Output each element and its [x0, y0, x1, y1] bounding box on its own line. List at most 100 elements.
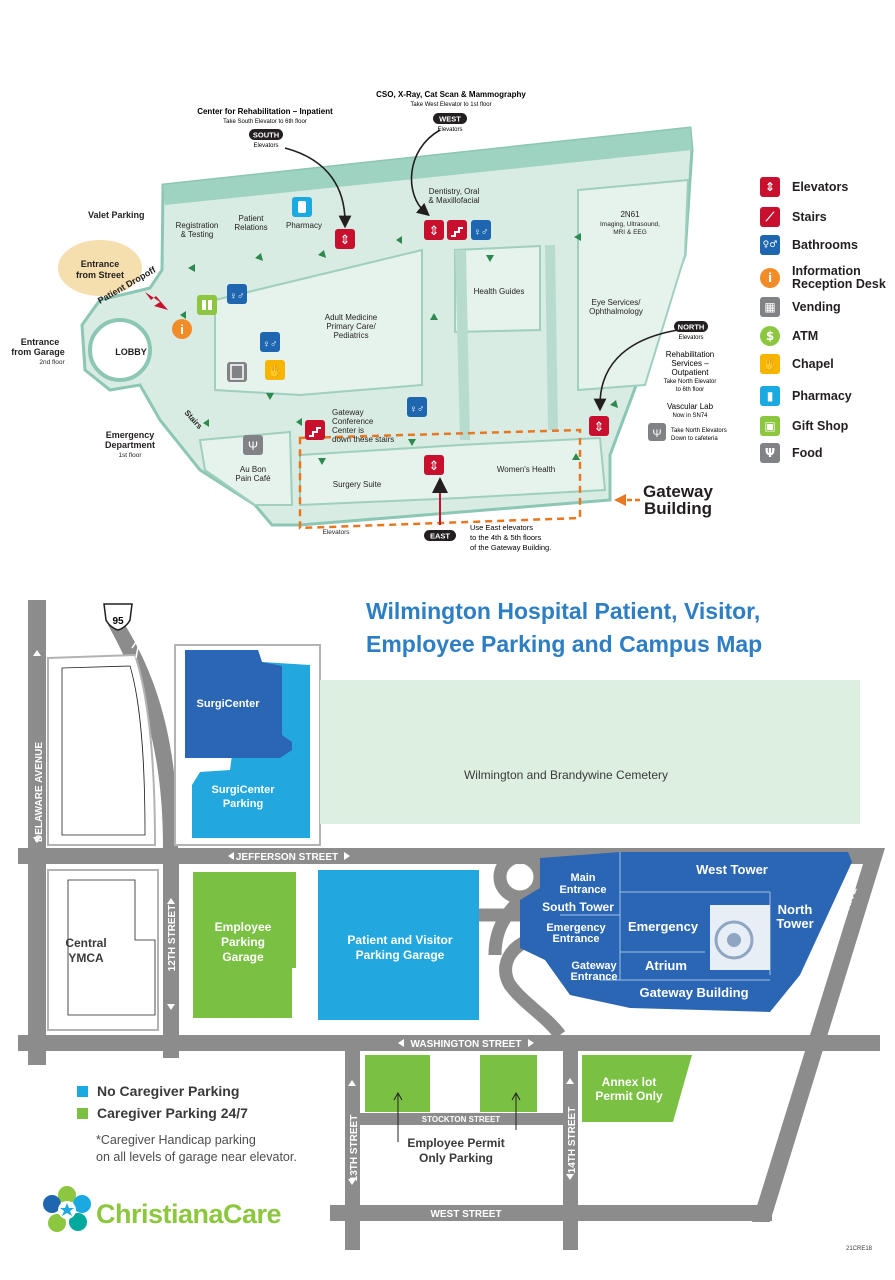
west-elevator-badge-text: WEST [439, 115, 461, 124]
legend-item-food: Ψ Food [760, 443, 823, 463]
south-elevator-sub: Elevators [253, 143, 278, 149]
legend-label: Stairs [792, 209, 827, 224]
rehab-outpatient-1: Rehabilitation [666, 350, 714, 359]
cso-note: Take West Elevator to 1st floor [410, 102, 491, 108]
key-note-1: *Caregiver Handicap parking [96, 1133, 256, 1147]
emergency-dept-label-3: 1st floor [118, 452, 142, 459]
legend-label-group: Information Reception Desk [792, 265, 886, 291]
eye-services-label-2: Ophthalmology [589, 307, 643, 316]
north-elevator-arrow [593, 329, 679, 412]
employee-permit-lot-east [480, 1055, 537, 1112]
atrium-courtyard [710, 905, 770, 970]
legend-label: Gift Shop [792, 418, 849, 433]
gateway-building-label-2: Building [644, 499, 712, 518]
health-guides-label: Health Guides [474, 287, 525, 296]
legend-label: Pharmacy [792, 388, 852, 403]
legend-item-vending: ▦ Vending [760, 297, 841, 317]
legend-item-gift-shop: ▣ Gift Shop [760, 416, 848, 436]
ymca-label-1: Central [65, 936, 106, 950]
annex-lot [582, 1055, 692, 1122]
cso-title: CSO, X-Ray, Cat Scan & Mammography [376, 90, 526, 99]
legend-item-information: i Information Reception Desk [760, 265, 886, 291]
south-tower-label: South Tower [542, 900, 614, 914]
dropoff-arrow [145, 292, 168, 310]
cafeteria-note-1: Take North Elevators [671, 428, 727, 434]
employee-permit-lot-west [365, 1055, 430, 1112]
pharmacy-icon: ▮ [760, 386, 780, 406]
rehab-inpatient-title: Center for Rehabilitation – Inpatient [197, 107, 333, 116]
svg-text:Ψ: Ψ [248, 439, 258, 453]
lobby-label: LOBBY [115, 347, 147, 357]
dentistry-label-2: & Maxillofacial [428, 196, 479, 205]
legend-label: Food [792, 445, 823, 460]
information-icon: i [760, 268, 780, 288]
street-direction-arrows [33, 650, 574, 1185]
vending-icon [227, 362, 247, 382]
gateway-conference-label-3: Center is [332, 426, 364, 435]
highway-direction-arrow [131, 635, 141, 659]
legend-label: Elevators [792, 179, 849, 194]
surgicenter-building [185, 650, 292, 758]
south-elevator-badge-text: SOUTH [253, 131, 279, 140]
rehab-outpatient-2: Services – [671, 359, 709, 368]
garage-entrance-label-2: from Garage [11, 347, 65, 357]
imaging-label-2: MRI & EEG [613, 229, 647, 236]
au-bon-pain-label-2: Pain Café [235, 474, 271, 483]
legend-item-chapel: ✋ Chapel [760, 354, 834, 374]
surgicenter-parking-label-1: SurgiCenter [212, 784, 276, 796]
rehab-outpatient-note-2: to 6th floor [676, 387, 704, 393]
twelfth-street-road [163, 848, 179, 1058]
bathroom-icon: ♀♂ [407, 397, 427, 417]
highway-number: 95 [112, 616, 124, 627]
annex-lot-label-2: Permit Only [595, 1089, 663, 1103]
emergency-dept-label-1: Emergency [106, 430, 155, 440]
legend-label: Vending [792, 299, 841, 314]
i95-block [47, 653, 157, 846]
bathroom-icon: ♀♂ [471, 220, 491, 240]
main-entrance-label-1: Main [570, 872, 595, 884]
svg-text:♀♂: ♀♂ [410, 404, 425, 415]
gateway-entrance-label-2: Entrance [570, 971, 617, 983]
caregiver-swatch [77, 1107, 88, 1119]
south-park-drive-road [752, 848, 885, 1222]
gift-shop-icon [197, 295, 217, 315]
west-tower-label: West Tower [696, 862, 768, 877]
i95-ramp-road [108, 625, 178, 848]
south-elevator-badge [249, 129, 283, 140]
elevator-icon: ⇕ [424, 220, 444, 240]
adult-medicine-label-1: Adult Medicine [325, 313, 378, 322]
chapel-icon: ✋ [760, 354, 780, 374]
rehab-inpatient-note: Take South Elevator to 6th floor [223, 119, 307, 125]
key-caregiver-label: Caregiver Parking 24/7 [97, 1105, 248, 1121]
gateway-building-arrowhead [614, 494, 626, 506]
food-icon: Ψ [760, 443, 780, 463]
svg-text:i: i [180, 322, 184, 337]
hospital-outlines [560, 852, 771, 981]
key-no-caregiver: No Caregiver Parking [77, 1083, 239, 1099]
legend-label: Information [792, 264, 861, 278]
bathroom-icon: ♀♂ [760, 235, 780, 255]
cemetery [320, 680, 860, 824]
employee-permit-label-1: Employee Permit [407, 1136, 504, 1150]
emergency-entrance-label-2: Entrance [552, 933, 599, 945]
north-elevator-badge-text: NORTH [678, 323, 705, 332]
campus-map: 95 DELAWARE AVENUE JEFFERSON STREET 12TH… [18, 600, 885, 1252]
registration-label-2: & Testing [181, 230, 214, 239]
page-title-line-1: Wilmington Hospital Patient, Visitor, [366, 598, 761, 624]
christianacare-logo-text: ChristianaCare [96, 1199, 282, 1229]
west-elevator-sub: Elevators [437, 127, 462, 133]
gateway-building-outline [298, 428, 582, 530]
legend-item-bathrooms: ♀♂ Bathrooms [760, 235, 858, 255]
floor-plan: ⇕ ⇕ ♀♂ ♀♂ i ♀♂ ✋ ♀♂ Ψ ⇕ ⇕ Ψ Center for R… [11, 90, 727, 552]
key-caregiver: Caregiver Parking 24/7 [77, 1105, 248, 1121]
street-entrance-label-1: Entrance [81, 259, 120, 269]
food-icon: Ψ [243, 435, 263, 455]
room-2n61-label: 2N61 [620, 210, 640, 219]
legend-item-elevators: ⇕ Elevators [760, 177, 848, 197]
emergency-label: Emergency [628, 919, 699, 934]
legend-label: Chapel [792, 356, 834, 371]
surgicenter-parking-label-2: Parking [223, 798, 263, 810]
gift-shop-icon: ▣ [760, 416, 780, 436]
svg-text:⇕: ⇕ [340, 232, 351, 247]
wayfinding-markers [180, 233, 618, 465]
